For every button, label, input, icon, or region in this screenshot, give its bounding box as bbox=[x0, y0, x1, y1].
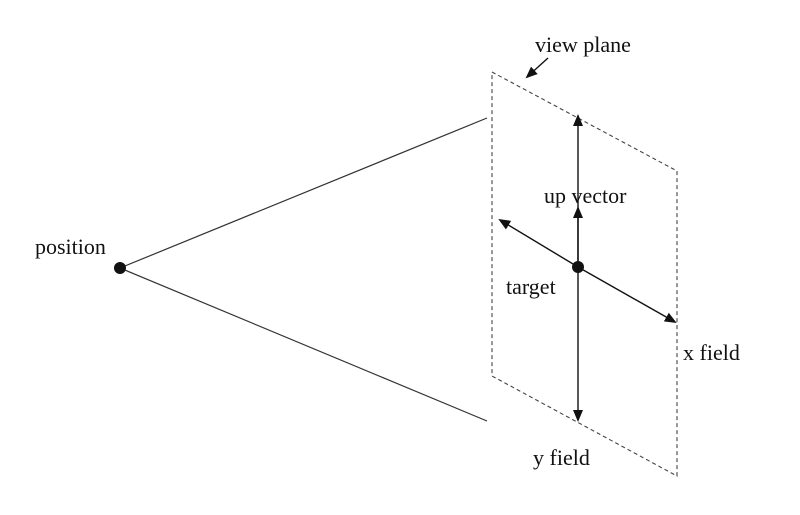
frustum-top-line bbox=[119, 117, 488, 269]
position-label: position bbox=[35, 234, 106, 259]
view-plane-outline bbox=[491, 71, 678, 477]
target-label: target bbox=[506, 274, 556, 299]
y-field-label: y field bbox=[533, 445, 590, 470]
up-vector-label: up vector bbox=[544, 183, 627, 208]
x-field-arrow-left bbox=[498, 218, 579, 268]
view-plane-label: view plane bbox=[535, 32, 631, 57]
view-plane-pointer-arrow bbox=[525, 57, 549, 79]
x-field-label: x field bbox=[683, 340, 740, 365]
frustum-bottom-line bbox=[119, 267, 488, 422]
x-field-arrow-right bbox=[577, 266, 677, 323]
position-point bbox=[114, 262, 126, 274]
